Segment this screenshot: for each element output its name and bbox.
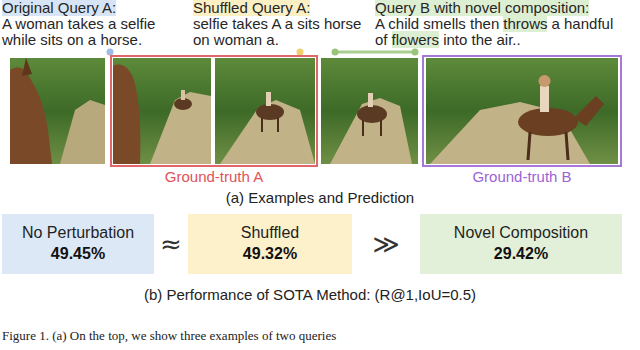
video-frame <box>321 58 418 164</box>
relation-symbol: ≫ <box>352 229 420 259</box>
ground-truth-label: Ground-truth B <box>404 168 640 185</box>
horse <box>518 108 578 136</box>
frame-bg <box>215 58 315 164</box>
highlight-word: flowers <box>392 31 440 48</box>
horse-leg <box>277 118 279 132</box>
frame-bg <box>321 58 418 164</box>
child <box>540 86 549 112</box>
rider <box>266 92 271 106</box>
trail <box>60 100 105 164</box>
trail <box>330 98 412 164</box>
trail <box>220 100 315 164</box>
horse-head <box>10 67 52 164</box>
span-dot <box>412 49 419 56</box>
ground-truth-box: Ground-truth A <box>110 55 318 167</box>
ground-truth-box: Ground-truth B <box>422 55 622 167</box>
query-text: A woman takes a selfie while sits on a h… <box>2 16 190 48</box>
video-frame <box>215 58 315 164</box>
score-value: 29.42% <box>494 243 548 265</box>
setting-name: Novel Composition <box>454 223 588 243</box>
horse-ear <box>22 58 32 76</box>
horse-leg <box>380 120 382 136</box>
trail <box>430 102 590 164</box>
horse-leg <box>362 120 364 136</box>
score-box: No Perturbation49.45% <box>2 214 154 274</box>
query-text: selfie takes A a sits horse on woman a. <box>193 16 365 48</box>
setting-name: Shuffled <box>241 223 299 243</box>
query-tag: Shuffled Query A: <box>193 0 310 16</box>
ground-truth-label: Ground-truth A <box>92 168 336 185</box>
child-head <box>539 75 551 87</box>
query-tag: Original Query A: <box>2 0 116 16</box>
query-tag: Query B with novel composition: <box>375 0 589 16</box>
frame-bg <box>10 58 105 164</box>
subcaption: (b) Performance of SOTA Method: (R@1,IoU… <box>0 286 620 304</box>
query-span-line <box>110 51 300 54</box>
horse <box>357 105 387 123</box>
video-frame <box>426 58 618 164</box>
frame-bg <box>113 58 211 164</box>
setting-name: No Perturbation <box>22 223 134 243</box>
figure-caption: Figure 1. (a) On the top, we show three … <box>2 328 638 344</box>
query-text-block: A child smells thenthrowsa handful offlo… <box>375 16 637 48</box>
horse-leg <box>566 132 568 160</box>
rider <box>181 90 185 100</box>
rider <box>368 93 373 107</box>
score-box: Shuffled49.32% <box>188 214 352 274</box>
query-text: into the air.. <box>443 31 521 48</box>
horse <box>256 104 284 120</box>
span-dot <box>332 49 339 56</box>
relation-symbol: ≈ <box>154 229 188 259</box>
horse-neck <box>574 96 604 126</box>
highlight-word: throws <box>503 15 547 32</box>
query-text: A child smells then <box>375 15 499 32</box>
horse-leg <box>528 132 530 160</box>
trail <box>150 92 211 164</box>
horse-leg <box>261 118 263 132</box>
subcaption: (a) Examples and Prediction <box>0 189 640 207</box>
video-frame <box>10 58 105 164</box>
video-frame <box>113 58 211 164</box>
score-box: Novel Composition29.42% <box>420 214 622 274</box>
frame-bg <box>426 58 618 164</box>
horse-head <box>113 65 140 164</box>
query-span-line <box>335 51 415 54</box>
score-value: 49.32% <box>243 243 297 265</box>
score-value: 49.45% <box>51 243 105 265</box>
